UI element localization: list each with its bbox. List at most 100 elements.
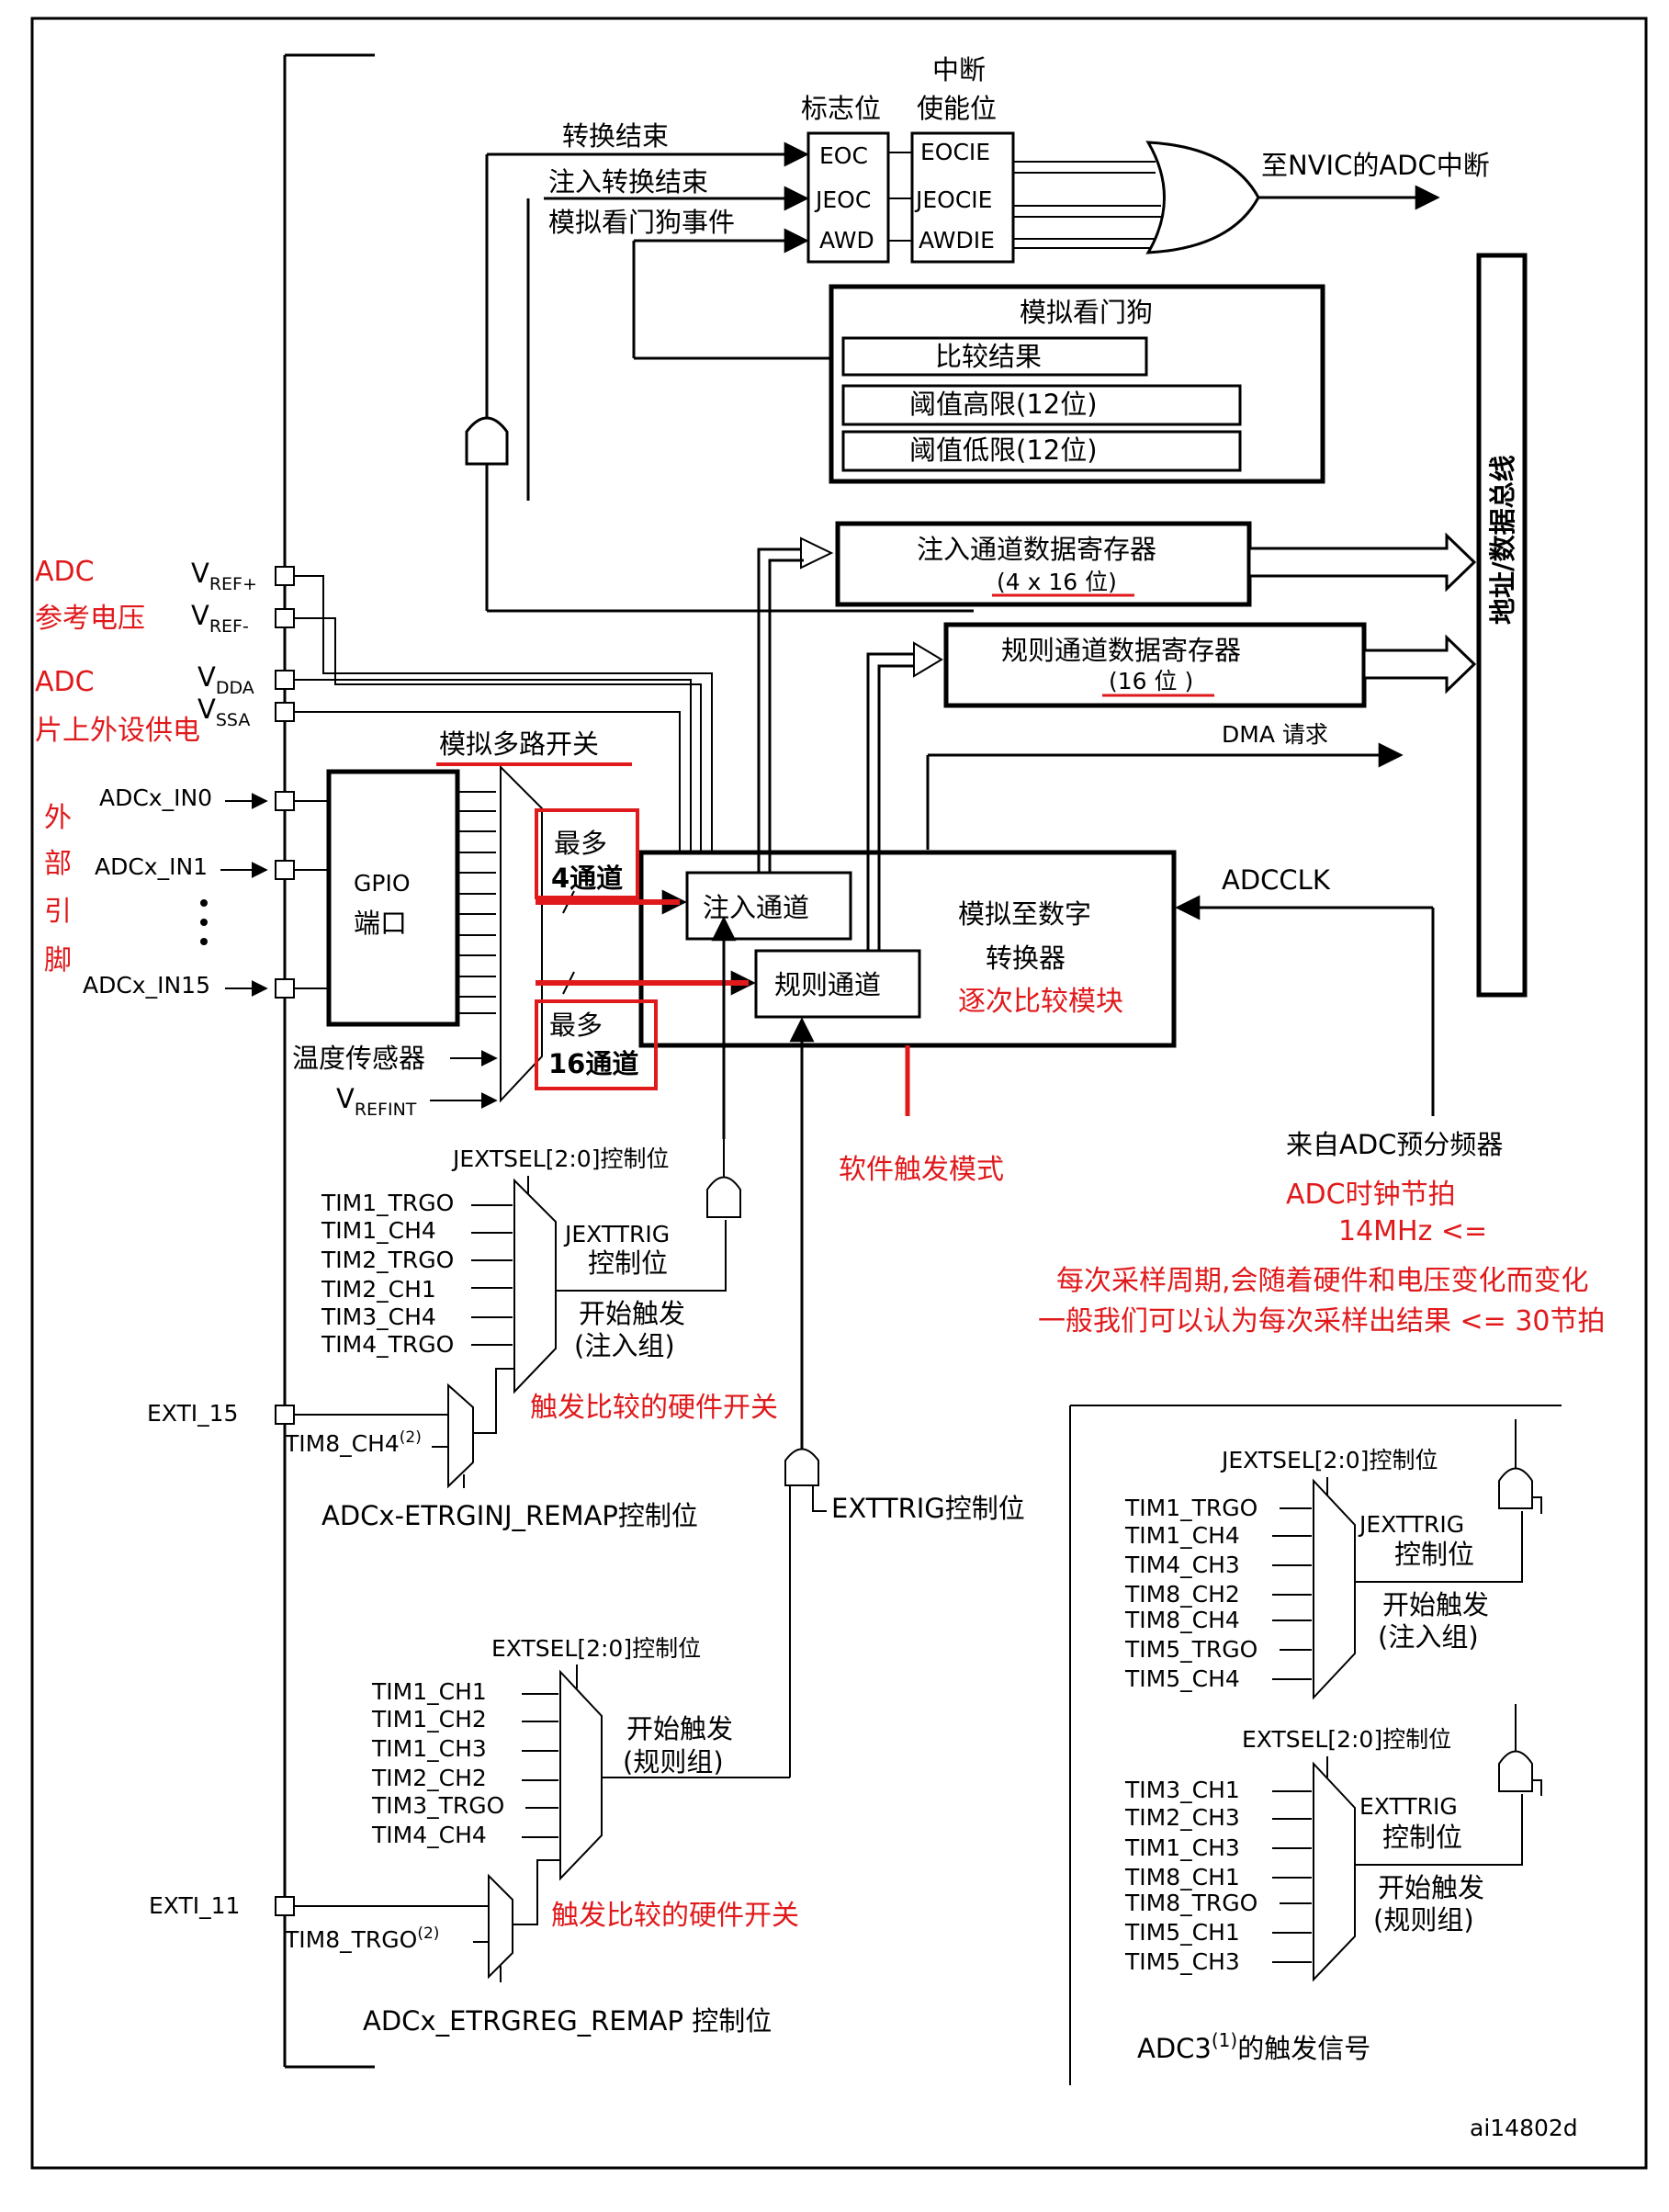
- pin-in15: ADCx_IN15: [83, 972, 210, 999]
- reg-source: TIM1_CH3: [371, 1735, 487, 1762]
- adc3-reg-source: TIM5_CH1: [1124, 1919, 1240, 1946]
- pin-vref-minus: VREF-: [191, 600, 249, 637]
- flag-header: 标志位: [801, 93, 881, 124]
- enable-eocie: EOCIE: [920, 139, 990, 165]
- exti15-label: EXTI_15: [147, 1400, 238, 1427]
- nvic-label: 至NVIC的ADC中断: [1261, 150, 1490, 181]
- inj-remap-label: ADCx-ETRGINJ_REMAP控制位: [321, 1500, 698, 1531]
- inj-start-label-2: (注入组): [574, 1330, 675, 1361]
- gpio-label-1: GPIO: [354, 870, 411, 897]
- injected-channel-label: 注入通道: [703, 892, 809, 923]
- adc3-reg-trig-1: EXTTRIG: [1359, 1793, 1458, 1820]
- regular-channel-label: 规则通道: [774, 969, 881, 1000]
- enable-header-2: 使能位: [917, 93, 997, 124]
- injected-register-size: (4 x 16 位): [997, 569, 1117, 595]
- max16-label-1: 最多: [549, 1010, 603, 1041]
- flag-awd: AWD: [819, 227, 874, 254]
- pin-vref-plus: VREF+: [191, 558, 257, 594]
- pin-in1: ADCx_IN1: [95, 853, 208, 880]
- adc3-inj-sel: JEXTSEL[2:0]控制位: [1220, 1447, 1438, 1473]
- pin-in0: ADCx_IN0: [99, 784, 212, 811]
- adc3-panel: JEXTSEL[2:0]控制位 TIM1_TRGO TIM1_CH4 TIM4_…: [1069, 1405, 1562, 2085]
- regular-register-size: (16 位 ): [1109, 668, 1193, 694]
- max4-box: [535, 808, 639, 899]
- adc3-reg-source: TIM8_TRGO: [1124, 1890, 1257, 1916]
- watchdog-high-box: [841, 384, 1242, 426]
- adc3-reg-mux-icon: [1313, 1761, 1356, 1982]
- figure-frame: [30, 17, 1648, 2170]
- reg-source: TIM2_CH2: [371, 1765, 487, 1791]
- flag-jeoc: JEOC: [814, 186, 871, 213]
- bus-label: 地址/数据总线: [1487, 455, 1518, 625]
- adc-title-2: 转换器: [986, 942, 1066, 974]
- inj-to-reg-arrow: [800, 536, 834, 570]
- adc3-inj-trig-2: 控制位: [1394, 1539, 1474, 1570]
- inj-trigger-mux-icon: [513, 1178, 557, 1394]
- sw-trigger-annotation: 软件触发模式: [839, 1154, 1004, 1186]
- adc3-inj-source: TIM5_TRGO: [1124, 1636, 1257, 1663]
- inj-source: TIM2_CH1: [321, 1276, 436, 1303]
- inj-trigger-sources: TIM1_TRGO TIM1_CH4 TIM2_TRGO TIM2_CH1 TI…: [321, 1190, 454, 1358]
- adc3-reg-trig-2: 控制位: [1382, 1822, 1462, 1853]
- inj-trig-label-1: JEXTTRIG: [563, 1221, 670, 1247]
- reg-start-label-2: (规则组): [623, 1746, 724, 1778]
- inj-start-label-1: 开始触发: [579, 1298, 685, 1329]
- awd-event-label: 模拟看门狗事件: [548, 207, 735, 238]
- dma-request-label: DMA 请求: [1222, 721, 1328, 748]
- ext-pin-annotation-4: 脚: [44, 944, 72, 976]
- regular-register-title: 规则通道数据寄存器: [1001, 635, 1241, 666]
- reg-source: TIM1_CH1: [371, 1678, 487, 1705]
- adc3-reg-start-1: 开始触发: [1378, 1872, 1484, 1903]
- adc-ref-annotation-1: ADC: [35, 556, 95, 588]
- watchdog-title: 模拟看门狗: [1020, 297, 1153, 328]
- adc3-inj-trig-1: JEXTTRIG: [1358, 1511, 1464, 1538]
- gpio-port-box: [326, 769, 460, 1027]
- flag-eoc: EOC: [819, 142, 868, 169]
- adc3-reg-source: TIM8_CH1: [1124, 1864, 1240, 1890]
- gpio-label-2: 端口: [354, 908, 407, 939]
- adc-supply-annotation-2: 片上外设供电: [35, 715, 200, 747]
- inj-source: TIM1_TRGO: [321, 1190, 454, 1216]
- clk-annotation-1: ADC时钟节拍: [1286, 1179, 1456, 1211]
- adc3-inj-start-2: (注入组): [1378, 1621, 1479, 1653]
- inj-source: TIM1_CH4: [321, 1217, 436, 1244]
- enable-bits-box: [910, 131, 1015, 264]
- hw-switch-inj-annotation: 触发比较的硬件开关: [530, 1392, 778, 1424]
- inj-sel-label: JEXTSEL[2:0]控制位: [451, 1146, 669, 1172]
- adc3-inj-source: TIM8_CH2: [1124, 1581, 1240, 1608]
- adc-supply-annotation-1: ADC: [35, 666, 95, 698]
- reg-remap-mux-icon: [488, 1873, 513, 1980]
- watchdog-low: 阈值低限(12位): [909, 434, 1098, 466]
- reg-source: TIM1_CH2: [371, 1706, 487, 1732]
- injected-register-box: [835, 521, 1252, 607]
- max4-label-2: 4通道: [551, 863, 623, 894]
- enable-jeocie: JEOCIE: [914, 186, 992, 213]
- reg-to-reg-arrow: [913, 641, 943, 678]
- temp-sensor-label: 温度传感器: [292, 1043, 425, 1074]
- pin-vdda: VDDA: [197, 661, 254, 698]
- adc3-reg-and-icon: [1498, 1750, 1533, 1792]
- adc3-inj-source: TIM5_CH4: [1124, 1665, 1240, 1692]
- regular-channel-box[interactable]: [754, 949, 921, 1019]
- adc3-reg-start-2: (规则组): [1373, 1904, 1474, 1936]
- injected-register-title: 注入通道数据寄存器: [917, 534, 1156, 565]
- reg-source: TIM4_CH4: [371, 1822, 487, 1848]
- address-data-bus: [1476, 253, 1528, 998]
- inj-source: TIM4_TRGO: [321, 1331, 454, 1358]
- watchdog-compare: 比较结果: [935, 341, 1042, 372]
- watchdog-compare-box: [841, 336, 1148, 377]
- inj-source: TIM2_TRGO: [321, 1247, 454, 1273]
- reg-remap-label: ADCx_ETRGREG_REMAP 控制位: [363, 2005, 772, 2037]
- inj-trigger-and-icon: [706, 1176, 741, 1218]
- vrefint-label: VREFINT: [336, 1083, 417, 1120]
- adc3-inj-start-1: 开始触发: [1382, 1589, 1489, 1620]
- conv-end-label: 转换结束: [562, 120, 669, 152]
- regular-to-bus-arrow: [1362, 634, 1477, 694]
- inj-source: TIM3_CH4: [321, 1304, 436, 1330]
- reg-sel-label: EXTSEL[2:0]控制位: [491, 1635, 701, 1662]
- prescaler-label: 来自ADC预分频器: [1286, 1129, 1503, 1160]
- clk-annotation-2: 14MHz <=: [1338, 1215, 1487, 1247]
- reg-tim8-label: TIM8_TRGO(2): [284, 1924, 439, 1953]
- adc3-inj-and-icon: [1498, 1467, 1533, 1509]
